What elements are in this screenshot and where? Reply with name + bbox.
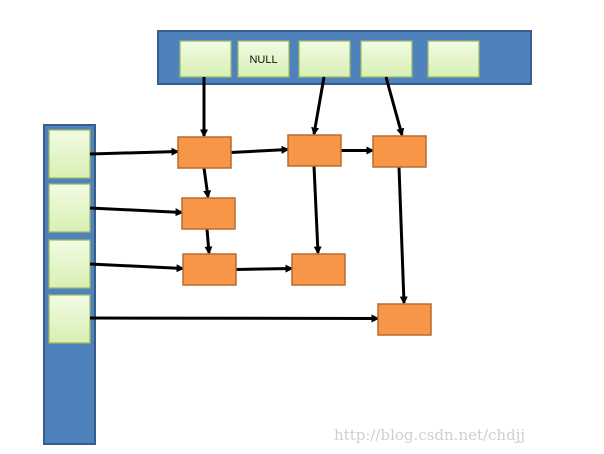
pointer-arrow [311, 76, 326, 136]
pointer-arrows [89, 76, 408, 323]
row-header-slots [48, 129, 91, 344]
list-nodes [177, 134, 432, 336]
pointer-arrow [204, 228, 213, 255]
row-header-slot [48, 239, 91, 289]
list-node-n13 [372, 135, 427, 168]
pointer-arrow [89, 206, 184, 217]
list-node-n21 [181, 197, 236, 230]
column-header-slot [179, 40, 232, 78]
watermark-text: http://blog.csdn.net/chdjj [334, 426, 525, 444]
pointer-arrow [89, 314, 380, 323]
pointer-arrow [384, 76, 405, 137]
row-header-slot [48, 183, 91, 233]
list-node-n31 [182, 253, 237, 286]
list-node-n11 [177, 136, 232, 169]
pointer-arrow [235, 264, 294, 273]
row-header-slot [48, 294, 91, 344]
column-header-slot [298, 40, 351, 78]
column-header-slots: NULL [179, 40, 480, 78]
list-node-n12 [287, 134, 342, 167]
pointer-arrow [397, 166, 408, 305]
pointer-arrow [312, 165, 322, 255]
row-header-slot [48, 129, 91, 179]
pointer-arrow [89, 262, 185, 273]
column-header-slot [360, 40, 413, 78]
pointer-arrow [89, 147, 180, 156]
list-node-n43 [377, 303, 432, 336]
column-header-slot-label: NULL [249, 54, 277, 66]
column-header-slot [427, 40, 480, 78]
pointer-arrow [202, 167, 212, 199]
column-header-slot [237, 40, 290, 78]
list-node-n32 [291, 253, 346, 286]
pointer-arrow [230, 145, 290, 154]
